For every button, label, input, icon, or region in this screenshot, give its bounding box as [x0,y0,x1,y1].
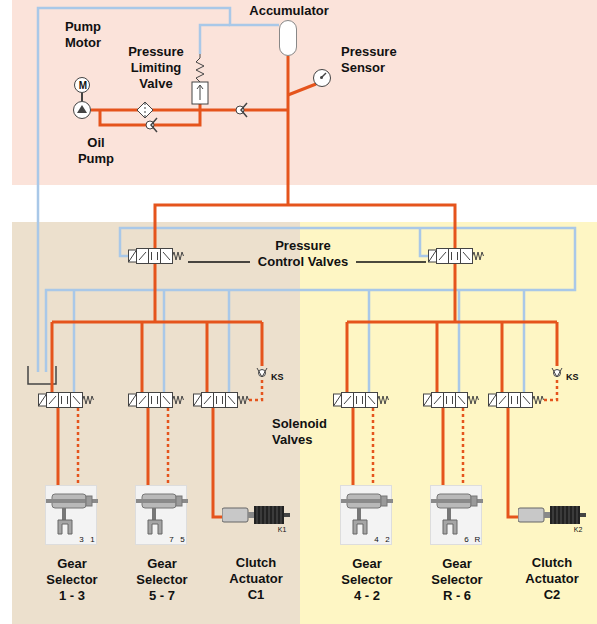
component-symbol: Accumulator [279,20,297,56]
solenoid-valve [39,393,94,408]
pilot-line [78,380,557,485]
solenoid-valve [194,393,249,408]
clutch-figure: K2Clutch Actuator C2 [518,503,586,535]
gear-icon [46,486,98,546]
limiting-valve [197,85,203,100]
part-caption: Clutch Actuator C2 [523,555,581,603]
shaft-connector [81,93,83,101]
actuator-figure: 42Gear Selector 4 - 2 [340,485,392,545]
callout-number: 4 [372,535,381,545]
pump-icon [74,102,89,117]
return-line [200,25,230,54]
part-caption: Gear Selector 5 - 7 [133,556,191,604]
filter-symbol [137,102,153,118]
pressure-line [347,264,557,392]
valve-tag: KS [566,372,582,383]
return-line [46,228,575,372]
return-line [420,228,428,256]
part-caption: Pressure Sensor [341,44,405,76]
pressure-line [52,264,262,392]
callout-number: 3 [77,535,86,545]
part-label: Pressure Control Valves [253,238,353,270]
component-symbol: Pump MotorM [74,77,90,93]
pressure-control-valve [429,249,484,264]
valve-tag: KS [271,372,287,383]
pressure-line [288,84,316,95]
component-symbol: Oil Pump [73,101,91,119]
part-caption: Gear Selector 1 - 3 [43,556,101,604]
callout-number: R [473,535,482,545]
part-caption: Pump Motor [52,19,114,51]
part-caption: Accumulator [239,3,339,19]
check-valve [241,103,247,117]
supply-region [12,0,597,185]
actuator-line [58,408,518,517]
part-caption: Clutch Actuator C1 [227,555,285,603]
callout-number: 5 [178,535,187,545]
gear-icon [341,486,393,546]
actuator-figure: 6RGear Selector R - 6 [430,485,482,545]
component-symbol: Pressure Sensor [313,69,331,87]
subtransmission-1-region [12,222,300,624]
subtransmission-2-region [300,222,597,624]
limiting-valve [192,82,208,104]
clutch-figure: K1Clutch Actuator C1 [222,503,290,535]
check-valve [257,368,267,377]
part-label: Solenoid Valves [272,416,332,448]
callout-number: K1 [274,525,290,534]
gauge-icon [314,70,329,85]
actuator-figure: 75Gear Selector 5 - 7 [135,485,187,545]
valve-spring [196,54,204,82]
gear-icon [136,486,188,546]
callout-number: K2 [570,525,586,534]
part-caption: Gear Selector R - 6 [428,556,486,604]
pressure-control-valve [129,249,184,264]
actuator-figure: 31Gear Selector 1 - 3 [45,485,97,545]
callout-number: 7 [167,535,176,545]
callout-number: 1 [88,535,97,545]
part-caption: Gear Selector 4 - 2 [338,556,396,604]
callout-number: 6 [462,535,471,545]
filter-symbol [145,103,146,117]
solenoid-valve [129,393,184,408]
motor-letter: M [75,79,91,93]
part-label: Pressure Limiting Valve [125,44,187,92]
solenoid-valve [424,393,479,408]
pressure-line [91,109,288,112]
check-valve [151,118,157,132]
pressure-line [287,56,290,205]
solenoid-valve [489,393,544,408]
solenoid-valve [334,393,389,408]
check-valve [552,368,562,377]
callout-number: 2 [383,535,392,545]
part-caption: Oil Pump [74,135,118,167]
